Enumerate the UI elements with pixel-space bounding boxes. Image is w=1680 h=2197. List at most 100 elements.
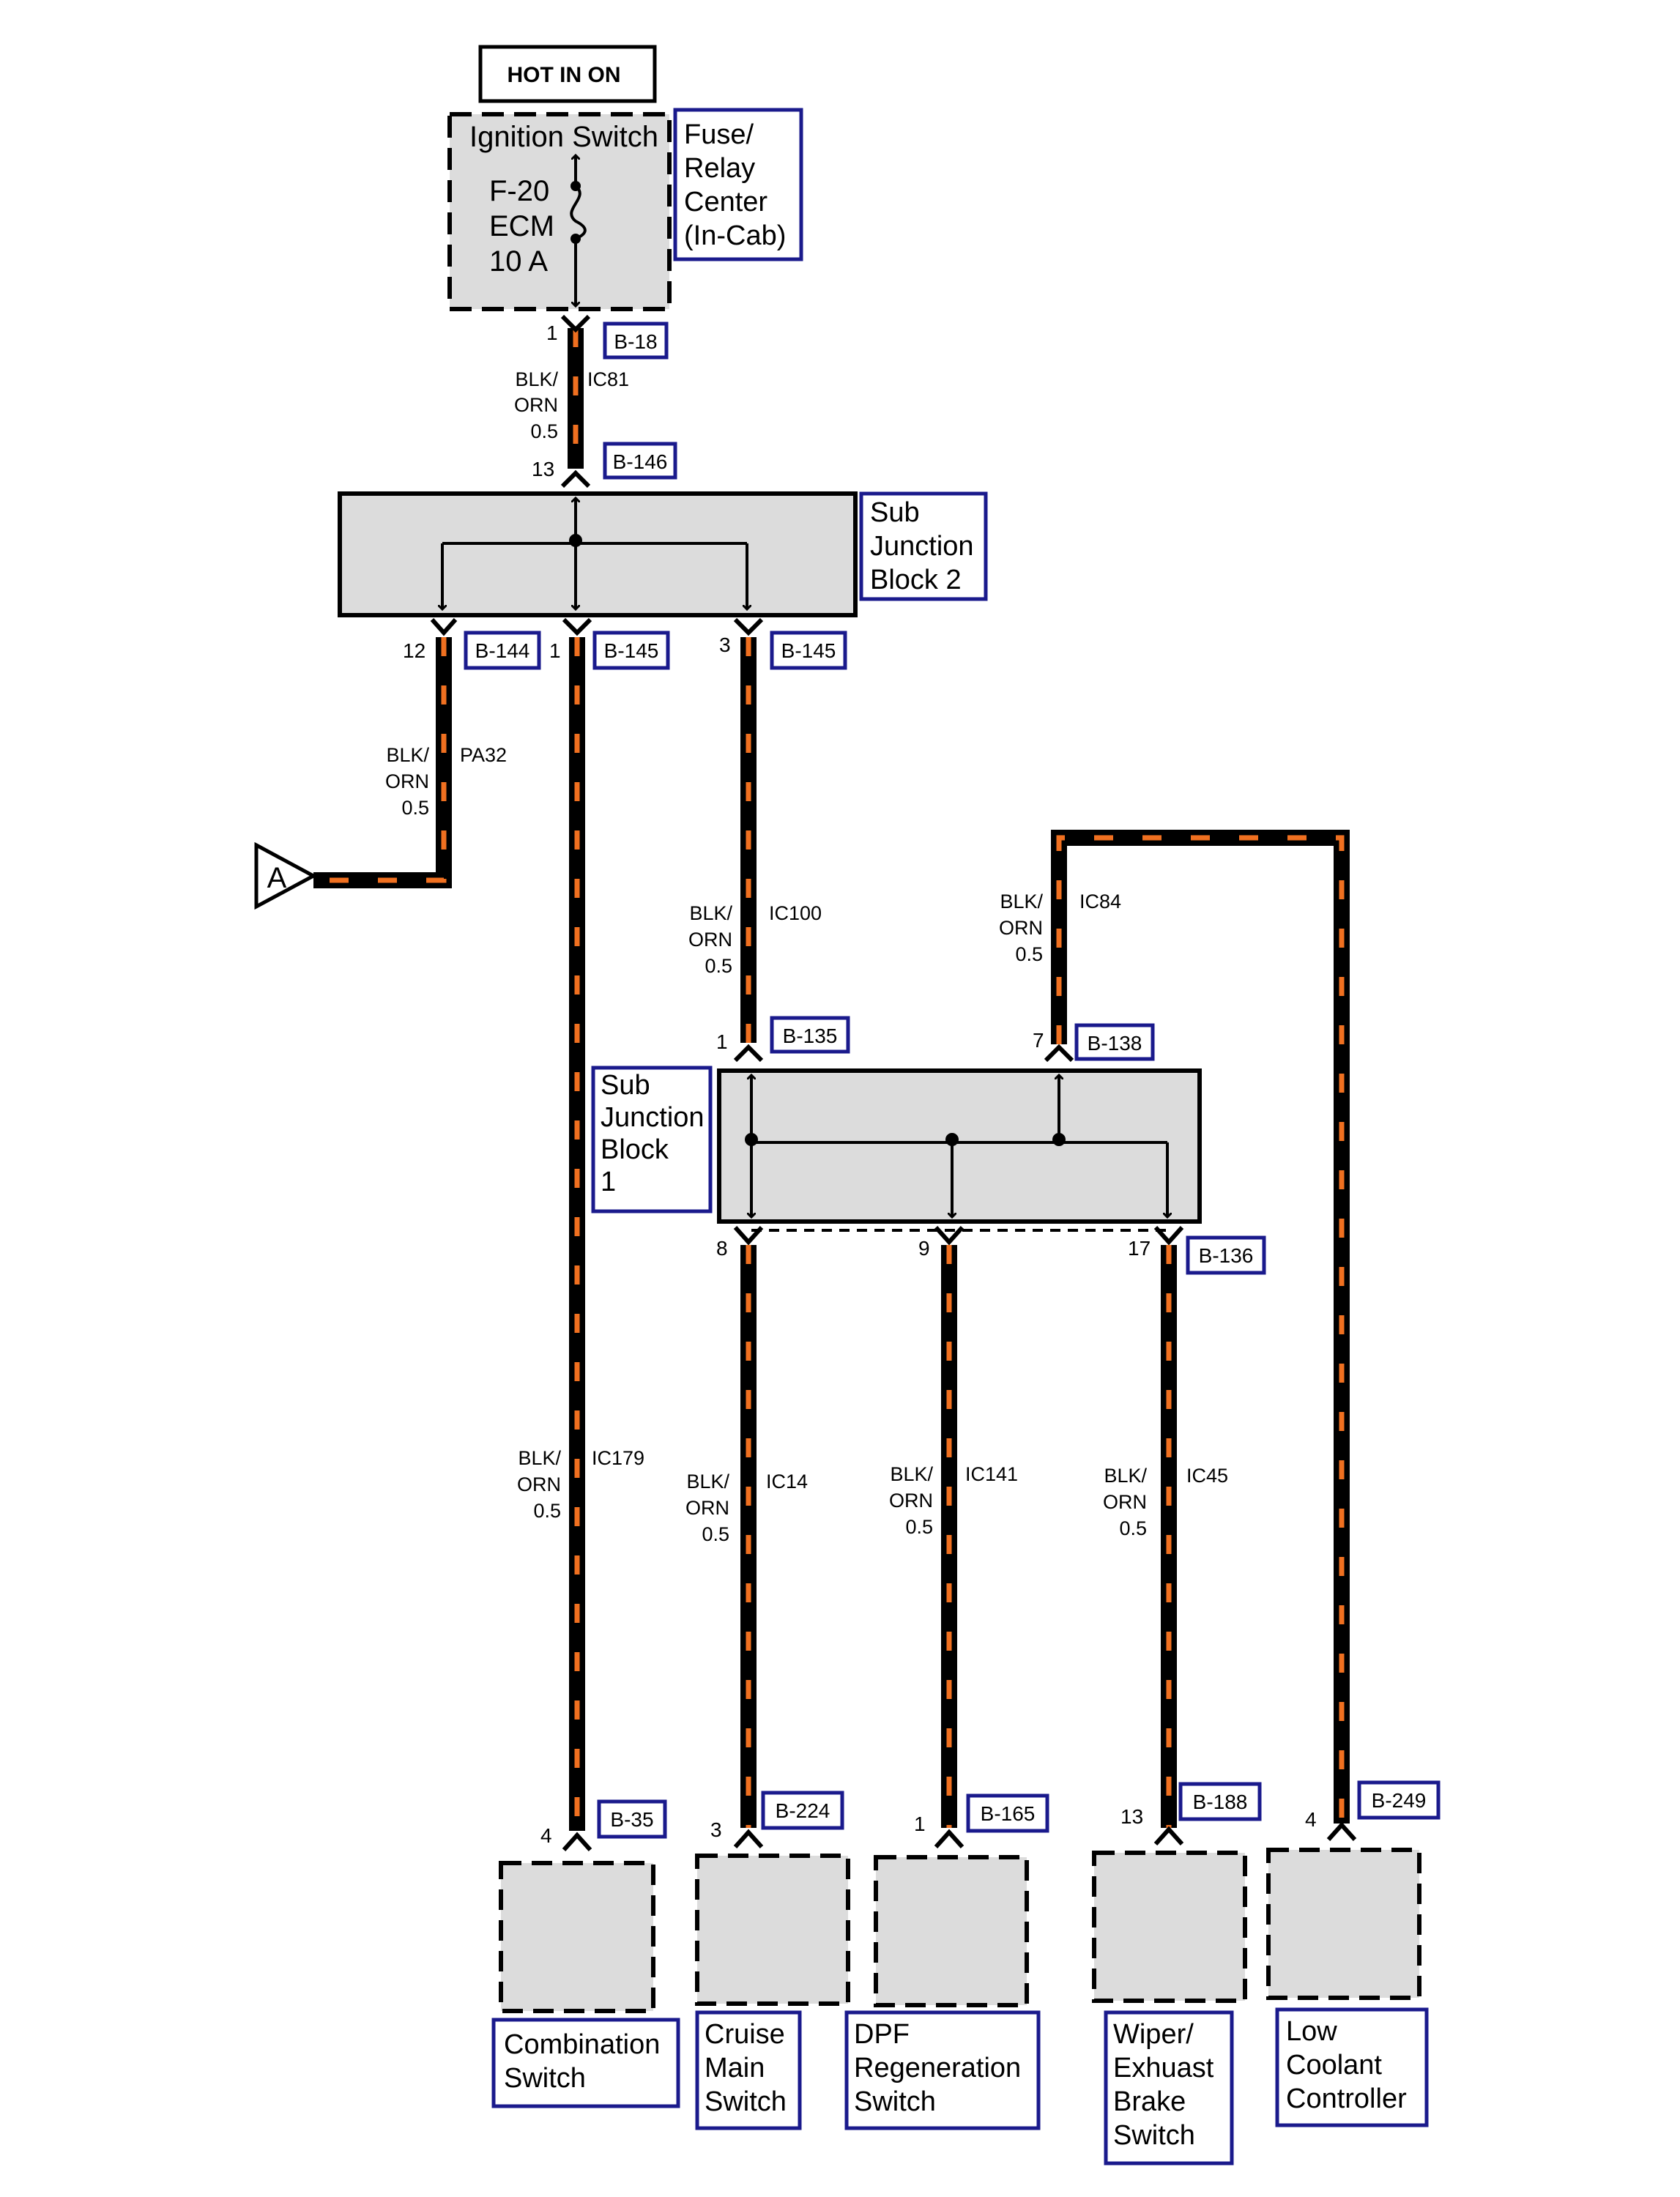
ic45-gauge: 0.5 xyxy=(1119,1517,1147,1539)
combination-line2: Switch xyxy=(504,2063,586,2094)
ignition-switch-box xyxy=(447,112,672,311)
connector-b144-box xyxy=(464,631,541,670)
connector-b146-pin: 13 xyxy=(532,458,554,480)
ic179-gauge: 0.5 xyxy=(533,1500,561,1522)
sub-junction-block-2 xyxy=(338,491,858,617)
connector-b136-pin-b: 9 xyxy=(918,1237,930,1260)
pa32-circuit: PA32 xyxy=(460,744,507,766)
low-coolant-controller-label-box xyxy=(1275,2007,1429,2127)
connector-b35-box xyxy=(597,1799,667,1839)
coolant-line3: Controller xyxy=(1286,2083,1407,2114)
ic84-color1: BLK/ xyxy=(1000,891,1043,912)
ic100-gauge: 0.5 xyxy=(705,955,732,977)
cruise-line2: Main xyxy=(705,2053,765,2083)
ic84-color2: ORN xyxy=(999,917,1043,939)
connector-b145a-pin: 1 xyxy=(549,639,561,662)
connector-b145a-box xyxy=(592,631,670,670)
connector-b136-symbol-a xyxy=(733,1225,764,1246)
connector-b136-box xyxy=(1186,1235,1266,1275)
dpf-regeneration-switch-label-box xyxy=(844,2010,1041,2130)
ic179-color1: BLK/ xyxy=(518,1447,561,1469)
wiper-line2: Exhuast xyxy=(1113,2053,1214,2083)
connector-b145b-box xyxy=(770,631,847,670)
junction2-line2: Junction xyxy=(870,531,974,562)
coolant-line2: Coolant xyxy=(1286,2050,1382,2081)
ic81-color1: BLK/ xyxy=(515,368,558,390)
ic81-color2: ORN xyxy=(514,394,558,416)
connector-b18-id: B-18 xyxy=(614,330,657,353)
hot-in-on-box xyxy=(478,45,657,103)
ic141-color2: ORN xyxy=(889,1490,933,1512)
fuse-box-line4: (In-Cab) xyxy=(684,220,786,251)
fuse-icon xyxy=(570,155,587,306)
ic81-circuit: IC81 xyxy=(587,368,629,390)
ic84-gauge: 0.5 xyxy=(1015,943,1043,965)
connector-b18-box xyxy=(603,321,669,360)
wire-ic84 xyxy=(1051,830,1350,1824)
connector-b136-symbol-b xyxy=(934,1225,964,1246)
dpf-regeneration-switch-box xyxy=(874,1855,1029,2007)
connector-b146-box xyxy=(603,442,677,480)
connector-b249-box xyxy=(1357,1780,1441,1820)
fuse-rating: 10 A xyxy=(489,245,548,278)
sub-junction-block-1 xyxy=(717,1068,1202,1224)
junction1-line2: Junction xyxy=(601,1102,705,1133)
sub-junction-block-2-label-box xyxy=(859,491,988,601)
connector-b249-id: B-249 xyxy=(1372,1789,1427,1812)
connector-b135-pin: 1 xyxy=(716,1030,728,1053)
combination-switch-box xyxy=(499,1861,655,2013)
connector-b224-pin: 3 xyxy=(710,1818,722,1841)
connector-b188-pin: 13 xyxy=(1120,1805,1143,1828)
connector-b145a-id: B-145 xyxy=(604,639,659,662)
ic45-circuit: IC45 xyxy=(1186,1465,1228,1487)
connector-b146-symbol xyxy=(560,469,591,488)
fuse-name: F-20 xyxy=(489,175,549,207)
pa32-color2: ORN xyxy=(385,770,429,792)
wiper-line4: Switch xyxy=(1113,2120,1195,2151)
connector-b145a-symbol xyxy=(562,617,592,636)
hot-in-on-label: HOT IN ON xyxy=(508,63,621,87)
connector-b138-id: B-138 xyxy=(1088,1032,1142,1055)
connector-b18-pin: 1 xyxy=(546,321,558,344)
connector-b35-symbol xyxy=(562,1832,592,1852)
low-coolant-controller-box xyxy=(1266,1848,1421,2000)
pa32-gauge: 0.5 xyxy=(401,797,429,819)
connector-b144-symbol xyxy=(430,618,458,636)
dpf-line2: Regeneration xyxy=(854,2053,1021,2083)
connector-b249-pin: 4 xyxy=(1305,1808,1317,1831)
ic14-color1: BLK/ xyxy=(686,1471,729,1492)
connector-b224-id: B-224 xyxy=(776,1799,830,1822)
junction1-line4: 1 xyxy=(601,1167,616,1197)
ic179-color2: ORN xyxy=(517,1473,561,1495)
connector-b136-pin-a: 8 xyxy=(716,1237,728,1260)
fuse-box-line3: Center xyxy=(684,187,767,218)
cruise-line1: Cruise xyxy=(705,2019,785,2050)
wire-pa32 xyxy=(313,637,452,888)
ic14-circuit: IC14 xyxy=(766,1471,808,1492)
cruise-main-switch-box xyxy=(695,1854,850,2006)
junction1-line1: Sub xyxy=(601,1070,650,1101)
combination-switch-label-box xyxy=(491,2018,680,2108)
wiper-line1: Wiper/ xyxy=(1113,2019,1194,2050)
connector-b144-pin: 12 xyxy=(403,639,425,662)
connector-b136-symbol-c xyxy=(1153,1225,1184,1246)
connector-b136-id: B-136 xyxy=(1199,1244,1254,1267)
connector-b144-id: B-144 xyxy=(475,639,530,662)
ic141-circuit: IC141 xyxy=(965,1463,1018,1485)
connector-b165-pin: 1 xyxy=(914,1813,926,1835)
connector-b165-symbol xyxy=(934,1829,964,1849)
ic45-color2: ORN xyxy=(1103,1491,1147,1513)
fuse-box-line2: Relay xyxy=(684,153,755,184)
connector-b249-symbol xyxy=(1326,1821,1357,1842)
wiper-exhaust-brake-switch-label-box xyxy=(1104,2010,1234,2166)
junction2-line1: Sub xyxy=(870,497,920,528)
connector-b188-box xyxy=(1178,1782,1262,1821)
cruise-main-switch-label-box xyxy=(695,2010,802,2130)
offpage-connector-a-label: A xyxy=(267,862,287,894)
coolant-line1: Low xyxy=(1286,2016,1337,2047)
connector-b135-symbol xyxy=(733,1044,764,1063)
offpage-connector-a xyxy=(254,841,318,910)
ic100-color2: ORN xyxy=(688,929,732,951)
connector-b35-pin: 4 xyxy=(540,1824,552,1847)
